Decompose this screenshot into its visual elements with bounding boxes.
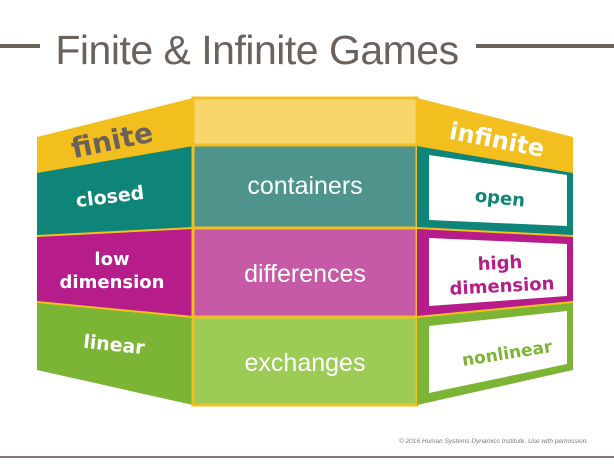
- page-title: Finite & Infinite Games: [55, 27, 459, 73]
- center-row3-face: [193, 317, 417, 405]
- left-row2-face: [37, 228, 193, 317]
- left-header-face: [37, 98, 193, 172]
- right-divider-1: [416, 144, 574, 173]
- center-header-face: [193, 98, 417, 145]
- left-row3-face: [37, 302, 193, 405]
- copyright-notice: © 2016 Human Systems Dynamics Institute.…: [398, 438, 588, 445]
- exchanges-label: exchanges: [245, 349, 366, 377]
- right-header-face: [417, 98, 573, 172]
- center-row2-face: [193, 228, 417, 317]
- low-dimension-label-line2: dimension: [60, 272, 165, 293]
- right-row1-panel: [429, 155, 567, 226]
- right-row2-panel: [429, 238, 567, 306]
- title-rule-right: [476, 44, 614, 48]
- right-divider-3: [416, 301, 574, 318]
- title-rule-left: [0, 44, 40, 48]
- open-label: open: [474, 185, 526, 211]
- high-dimension-label-line1: high: [477, 252, 523, 275]
- left-row1-face: [37, 145, 193, 236]
- containers-label: containers: [247, 172, 362, 200]
- right-divider-2: [416, 227, 574, 237]
- low-dimension-label-line1: low: [94, 249, 129, 270]
- right-row3-panel: [429, 311, 567, 393]
- center-row1-face: [193, 145, 417, 228]
- left-divider-2: [36, 227, 194, 237]
- title-row: Finite & Infinite Games: [0, 0, 614, 82]
- left-divider-3: [36, 301, 194, 318]
- left-divider-1: [36, 144, 194, 173]
- differences-label: differences: [244, 260, 366, 288]
- bottom-rule: [0, 456, 614, 458]
